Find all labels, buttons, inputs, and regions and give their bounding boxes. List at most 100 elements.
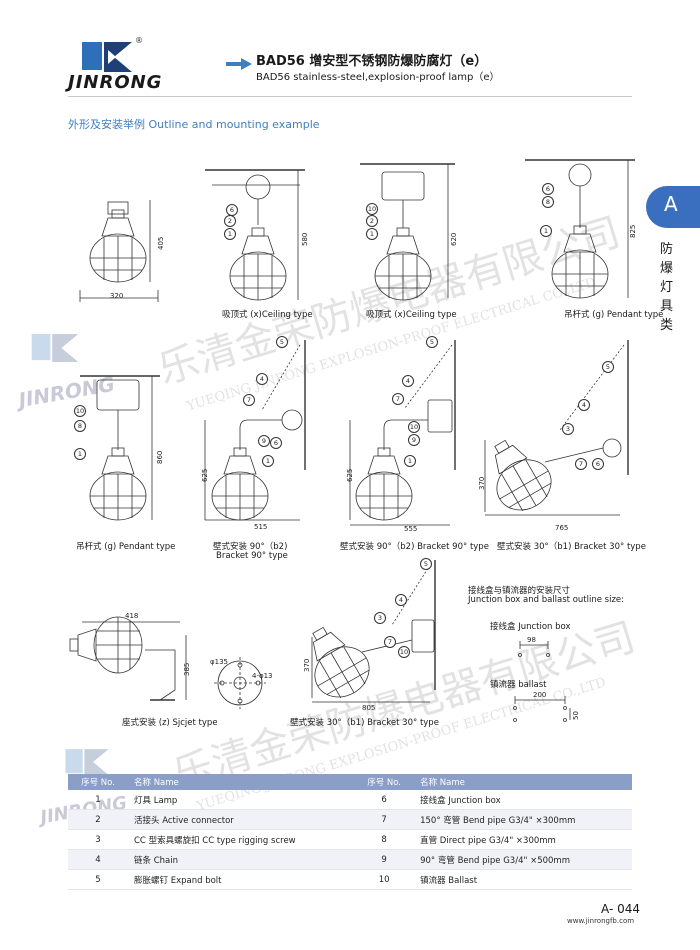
figure-9 <box>69 616 187 701</box>
part-no: 6 <box>354 790 415 810</box>
column-header: 序号 No. <box>68 774 128 790</box>
part-no: 8 <box>354 829 415 850</box>
page-title: BAD56 增安型不锈钢防爆防腐灯（e） <box>256 54 488 69</box>
figure-caption: 吊杆式 (g) Pendant type <box>564 310 664 320</box>
side-tab <box>646 186 700 228</box>
callout: 1 <box>366 228 378 240</box>
callout: 1 <box>262 455 274 467</box>
part-no: 7 <box>354 809 415 830</box>
dim-label: 405 <box>157 236 165 250</box>
part-name: 镇流器 Ballast <box>414 869 632 890</box>
figure-5 <box>80 375 160 521</box>
callout: 3 <box>374 612 386 624</box>
side-tab-category: 防爆灯具类 <box>660 242 674 333</box>
dim-label: 98 <box>527 636 536 644</box>
callout: 6 <box>542 183 554 195</box>
part-no: 2 <box>68 809 128 830</box>
dim-label: 765 <box>555 524 569 532</box>
callout: 8 <box>74 420 86 432</box>
part-name: 膨胀螺钉 Expand bolt <box>128 869 355 890</box>
dim-label: 4-φ13 <box>252 672 273 680</box>
callout: 9 <box>408 434 420 446</box>
figure-3 <box>360 163 455 301</box>
figure-8 <box>475 340 629 521</box>
callout: 5 <box>602 361 614 373</box>
figure-10 <box>214 657 266 709</box>
arrow-right-icon <box>226 58 252 70</box>
watermark-logo-icon <box>65 749 109 775</box>
page-number: A- 044 <box>601 902 640 916</box>
junction-title-en: Junction box and ballast outline size: <box>468 595 625 605</box>
part-no: 3 <box>68 829 128 850</box>
callout: 1 <box>74 448 86 460</box>
callout: 4 <box>402 375 414 387</box>
part-no: 4 <box>68 849 128 870</box>
dim-label: 825 <box>629 224 637 238</box>
callout: 9 <box>258 435 270 447</box>
part-name: 活接头 Active connector <box>128 809 355 830</box>
figure-7 <box>349 340 456 526</box>
callout: 5 <box>420 558 432 570</box>
dim-label: 370 <box>478 476 486 490</box>
figure-caption: 座式安装 (z) Sjcjet type <box>122 718 218 728</box>
part-no: 1 <box>68 790 128 810</box>
dim-label: 320 <box>110 292 124 300</box>
junction-box-label: 接线盒 Junction box <box>490 622 571 632</box>
jinrong-logo-icon <box>82 42 132 72</box>
callout: 4 <box>578 399 590 411</box>
dim-label: 515 <box>254 523 268 531</box>
dim-label: 860 <box>156 450 164 464</box>
figure-6 <box>204 340 306 521</box>
figure-caption: 壁式安装 30°（b1) Bracket 30° type <box>497 542 646 552</box>
figure-caption: 壁式安装 90°（b2) Bracket 90° type <box>340 542 489 552</box>
figure-4 <box>525 159 635 299</box>
part-no: 10 <box>354 869 415 890</box>
callout: 1 <box>224 228 236 240</box>
dim-label: 385 <box>183 662 191 676</box>
part-name: 直管 Direct pipe G3/4" ×300mm <box>414 829 632 850</box>
parts-table: 序号 No. 名称 Name 序号 No. 名称 Name 1 灯具 Lamp … <box>68 774 632 890</box>
table-row: 2 活接头 Active connector 7 150° 弯管 Bend pi… <box>68 809 632 830</box>
callout: 2 <box>366 215 378 227</box>
callout: 5 <box>426 336 438 348</box>
callout: 4 <box>395 594 407 606</box>
dim-label: 625 <box>346 468 354 482</box>
figure-caption: Bracket 90° type <box>216 551 288 561</box>
part-no: 5 <box>68 869 128 890</box>
dim-label: 418 <box>125 612 139 620</box>
part-name: CC 型索具螺旋扣 CC type rigging screw <box>128 829 355 850</box>
callout: 10 <box>74 405 86 417</box>
callout: 8 <box>542 196 554 208</box>
dim-label: 200 <box>533 691 547 699</box>
figure-11 <box>293 560 436 708</box>
dim-label: 555 <box>404 525 418 533</box>
part-name: 链条 Chain <box>128 849 355 870</box>
figure-caption: 吸顶式 (x)Ceiling type <box>222 310 313 320</box>
table-row: 3 CC 型索具螺旋扣 CC type rigging screw 8 直管 D… <box>68 829 632 850</box>
dim-label: 620 <box>450 232 458 246</box>
column-header: 名称 Name <box>128 774 355 790</box>
figure-1 <box>79 200 159 302</box>
callout: 6 <box>270 437 282 449</box>
dim-label: 625 <box>201 468 209 482</box>
part-name: 90° 弯管 Bend pipe G3/4" ×500mm <box>414 849 632 870</box>
website-link[interactable]: www.jinrongfb.com <box>567 917 635 925</box>
callout: 2 <box>224 215 236 227</box>
callout: 3 <box>562 423 574 435</box>
callout: 1 <box>404 455 416 467</box>
callout: 10 <box>366 203 378 215</box>
part-no: 9 <box>354 849 415 870</box>
brand-name: JINRONG <box>68 72 163 93</box>
figure-caption: 吸顶式 (x)Ceiling type <box>366 310 457 320</box>
junction-title-cn: 接线盒与镇流器的安装尺寸 <box>468 586 571 596</box>
part-name: 150° 弯管 Bend pipe G3/4" ×300mm <box>414 809 632 830</box>
dim-label: φ135 <box>210 658 228 666</box>
dim-label: 805 <box>362 704 376 712</box>
table-header-row: 序号 No. 名称 Name 序号 No. 名称 Name <box>68 774 632 790</box>
part-name: 灯具 Lamp <box>128 790 355 810</box>
watermark-logo-icon <box>31 334 79 362</box>
ballast-hole-pattern <box>513 696 571 722</box>
dim-label: 50 <box>572 711 580 720</box>
column-header: 名称 Name <box>414 774 632 790</box>
table-row: 1 灯具 Lamp 6 接线盒 Junction box <box>68 790 632 810</box>
